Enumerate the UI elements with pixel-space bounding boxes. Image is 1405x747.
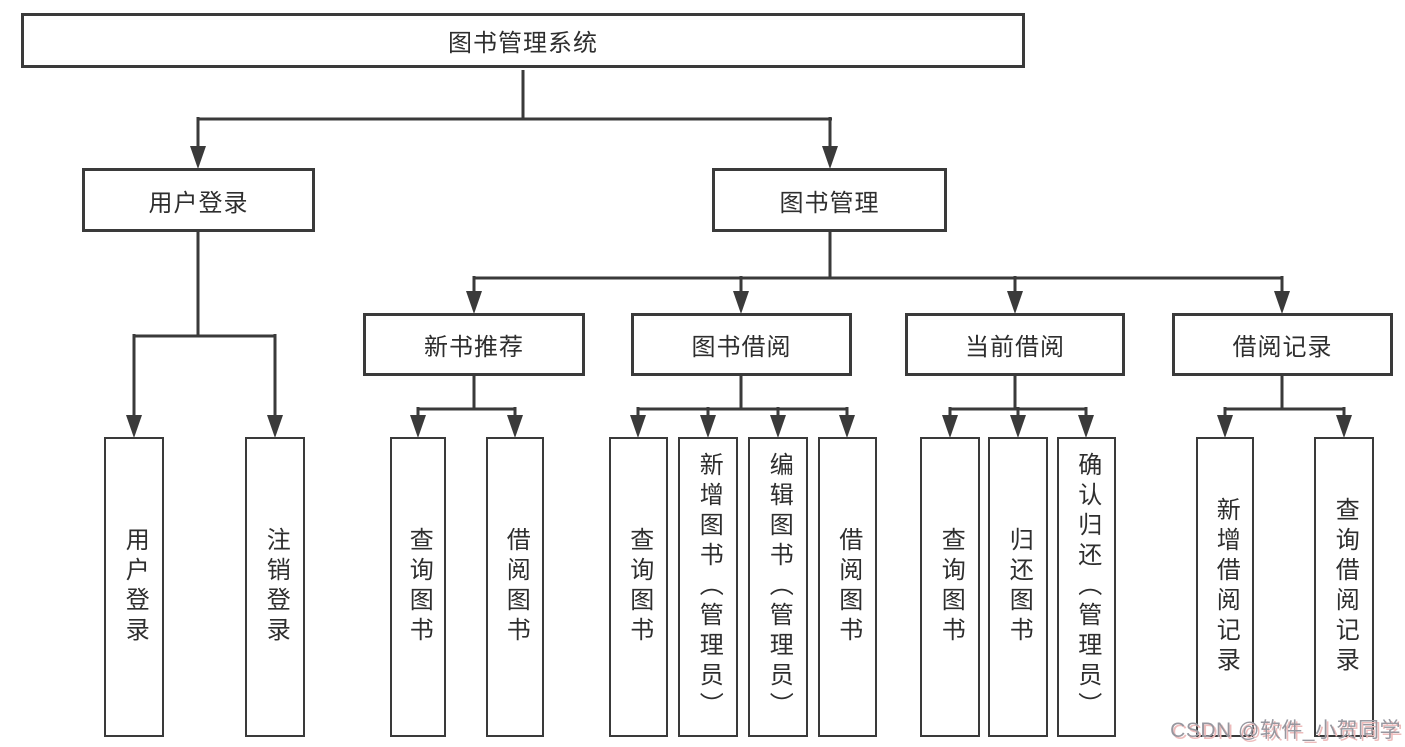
- leaf-add-book-admin: 新增图书（管理员）: [678, 437, 738, 737]
- node-book-management: 图书管理: [712, 168, 947, 232]
- leaf-add-borrow-record-label: 新增借阅记录: [1212, 497, 1240, 677]
- node-current-borrow-label: 当前借阅: [965, 334, 1065, 361]
- leaf-confirm-return-admin-label: 确认归还（管理员）: [1073, 452, 1101, 722]
- leaf-user-login-label: 用户登录: [121, 527, 149, 647]
- leaf-query-book-current-label: 查询图书: [937, 527, 965, 647]
- node-current-borrow: 当前借阅: [905, 313, 1125, 376]
- leaf-logout-login-label: 注销登录: [262, 527, 290, 647]
- node-user-login: 用户登录: [82, 168, 315, 232]
- leaf-borrow-book: 借阅图书: [818, 437, 877, 737]
- leaf-edit-book-admin: 编辑图书（管理员）: [748, 437, 808, 737]
- leaf-add-borrow-record: 新增借阅记录: [1196, 437, 1254, 737]
- leaf-query-book-current: 查询图书: [920, 437, 980, 737]
- node-borrow-records: 借阅记录: [1172, 313, 1393, 376]
- node-new-book-recommend: 新书推荐: [363, 313, 585, 376]
- node-root-library-system: 图书管理系统: [21, 13, 1025, 68]
- leaf-query-book-borrow-label: 查询图书: [625, 527, 653, 647]
- leaf-query-book-recommend: 查询图书: [390, 437, 446, 737]
- node-user-login-label: 用户登录: [148, 189, 249, 217]
- leaf-logout-login: 注销登录: [245, 437, 305, 737]
- leaf-edit-book-admin-label: 编辑图书（管理员）: [765, 452, 793, 722]
- node-book-management-label: 图书管理: [779, 189, 880, 217]
- leaf-add-book-admin-label: 新增图书（管理员）: [695, 452, 723, 722]
- leaf-return-book: 归还图书: [988, 437, 1048, 737]
- leaf-return-book-label: 归还图书: [1005, 527, 1033, 647]
- leaf-query-book-recommend-label: 查询图书: [405, 527, 433, 647]
- node-book-borrow: 图书借阅: [631, 313, 852, 376]
- leaf-borrow-book-label: 借阅图书: [834, 527, 862, 647]
- csdn-watermark: CSDN @软件_小贺同学: [1170, 719, 1401, 742]
- node-book-borrow-label: 图书借阅: [691, 334, 792, 361]
- leaf-user-login: 用户登录: [104, 437, 164, 737]
- node-borrow-records-label: 借阅记录: [1232, 334, 1333, 361]
- leaf-confirm-return-admin: 确认归还（管理员）: [1057, 437, 1116, 737]
- leaf-borrow-book-recommend: 借阅图书: [486, 437, 544, 737]
- leaf-query-book-borrow: 查询图书: [609, 437, 668, 737]
- leaf-borrow-book-recommend-label: 借阅图书: [502, 527, 530, 647]
- leaf-query-borrow-record: 查询借阅记录: [1314, 437, 1374, 737]
- leaf-query-borrow-record-label: 查询借阅记录: [1331, 497, 1359, 677]
- node-new-book-recommend-label: 新书推荐: [424, 334, 524, 361]
- node-root-label: 图书管理系统: [448, 30, 598, 57]
